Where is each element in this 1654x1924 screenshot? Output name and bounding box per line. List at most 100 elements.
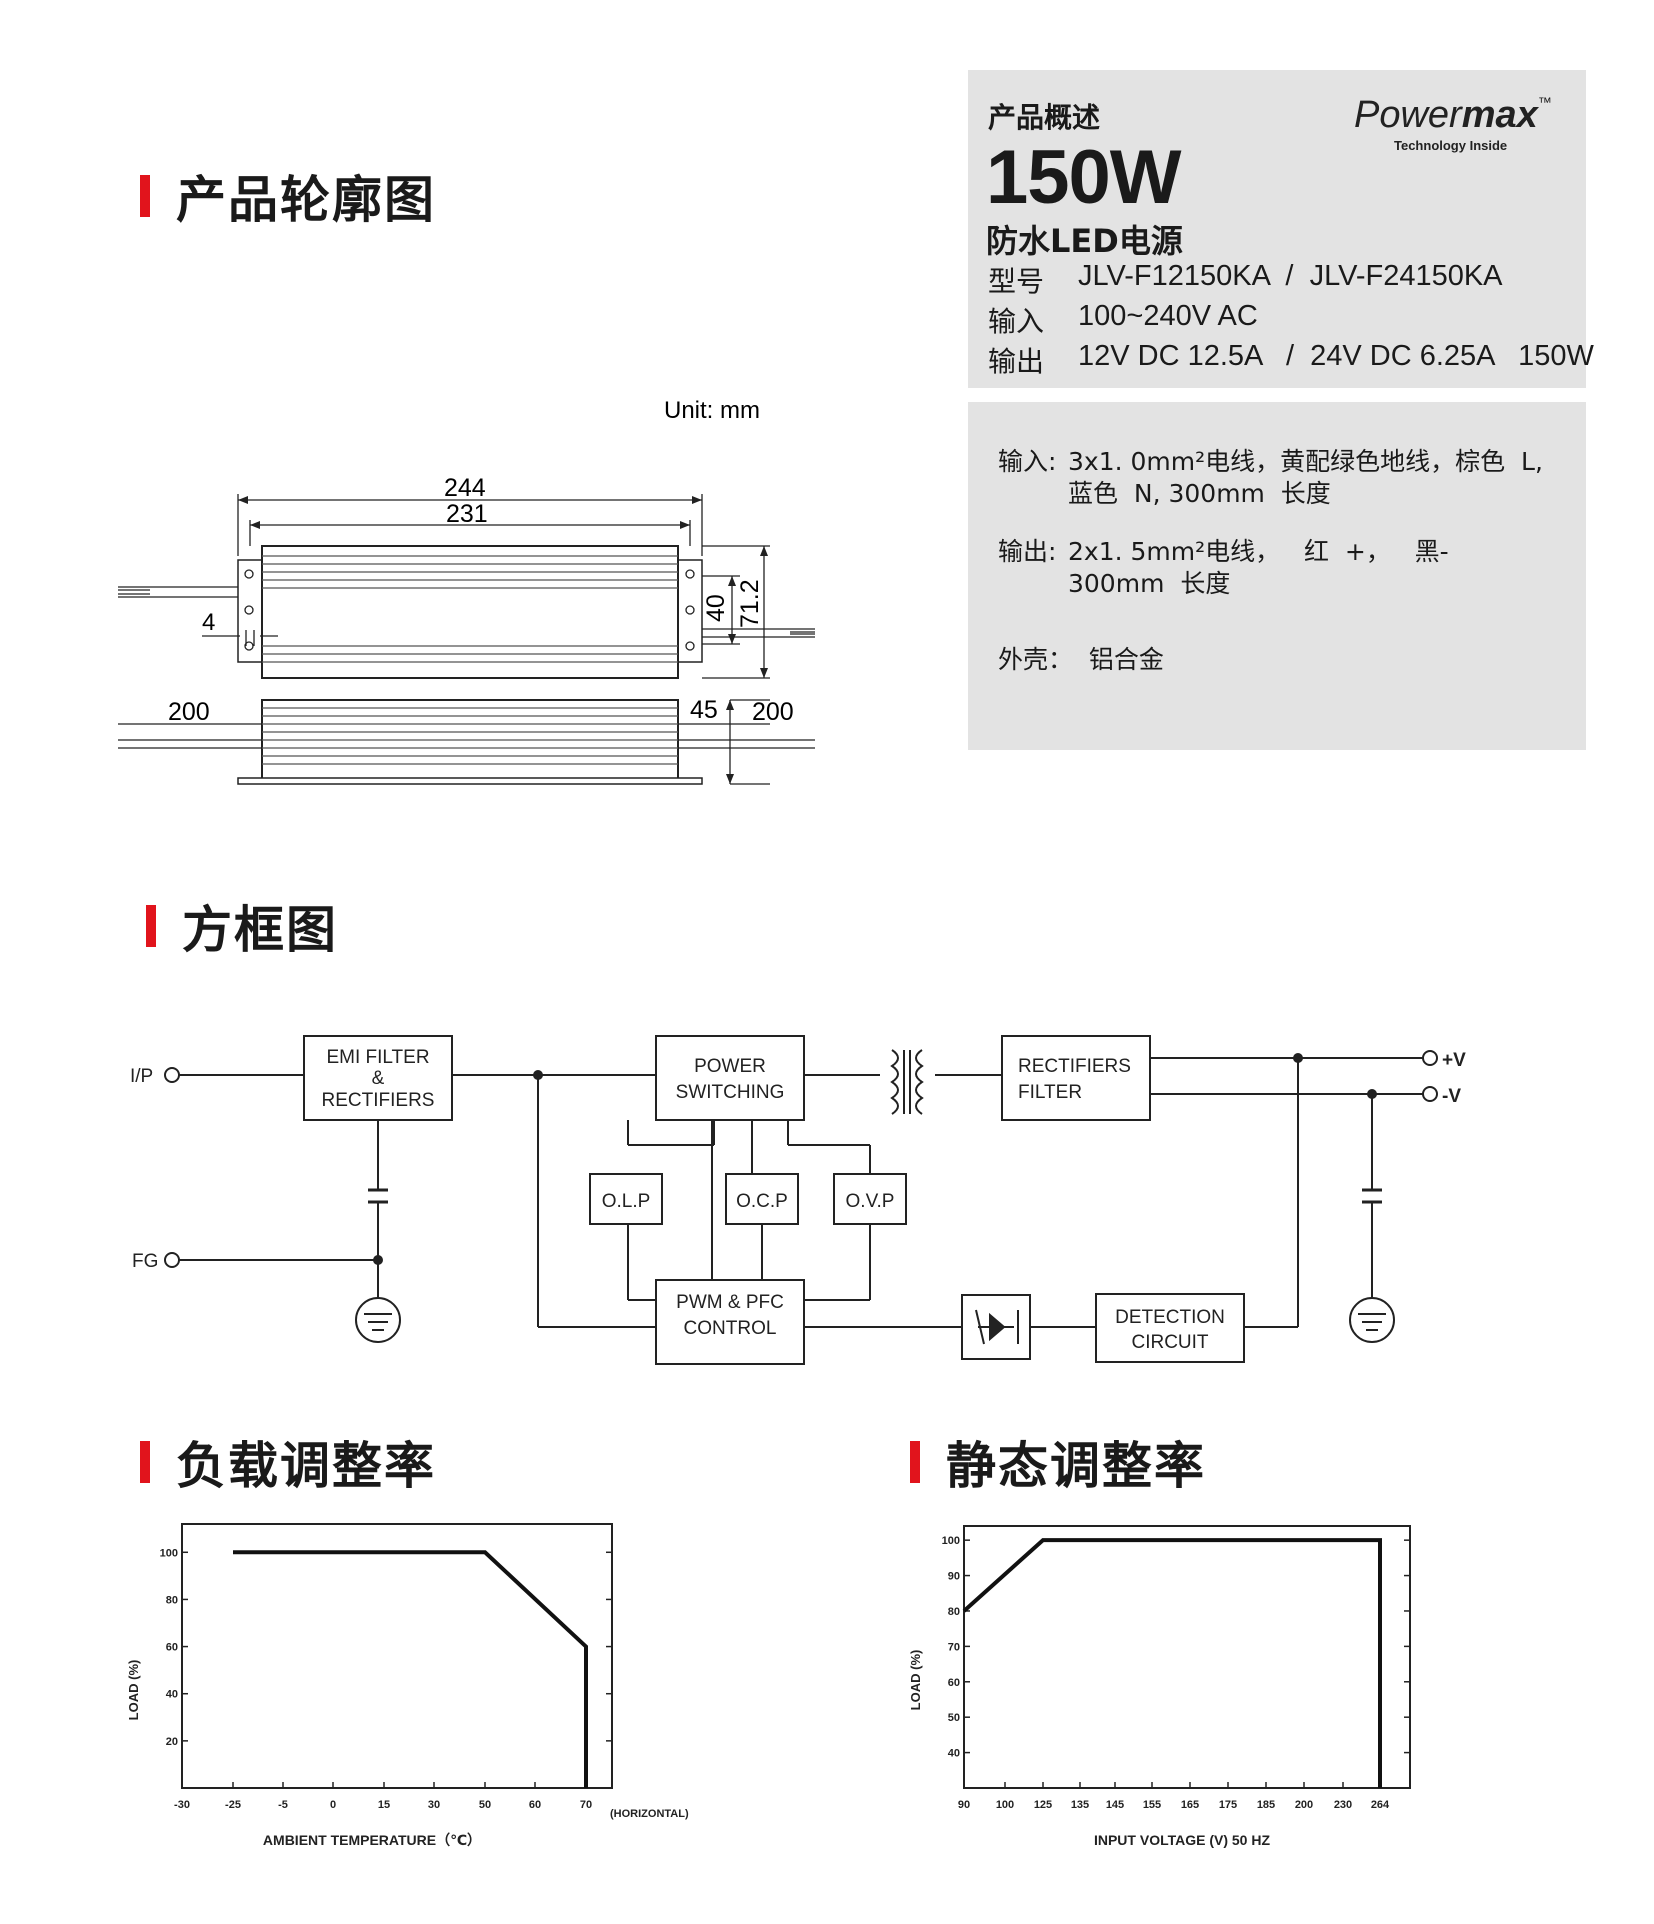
mount-hole [244,641,254,651]
dim-lead-left: 200 [168,698,210,726]
load-chart-xtick-label: 70 [580,1799,592,1811]
static-section-title: 静态调整率 [910,1426,1206,1498]
static-chart-xtick-label: 230 [1334,1799,1352,1811]
terminal-circles [164,1050,1438,1268]
load-title-text: 负载调整率 [176,1437,436,1495]
dim-inner-width: 40 [702,594,730,622]
static-chart-ytick-label: 70 [948,1641,960,1653]
dim-mount-hole: 4 [202,609,215,636]
input-lead [118,586,238,598]
load-chart-xnote: (HORIZONTAL) [610,1808,689,1820]
load-chart-xtick-label: -25 [225,1799,241,1811]
block-section-title: 方框图 [146,890,338,962]
emi-label-3: RECTIFIERS [322,1090,435,1111]
static-chart-frame [963,1525,1411,1789]
static-chart-xtick-label: 264 [1371,1799,1390,1811]
dim-total-length: 244 [444,474,486,502]
ovp-label: O.V.P [846,1191,895,1212]
brand-tagline: Technology Inside [1394,138,1508,153]
unit-label: Unit: mm [664,397,760,424]
dim-lead-right: 200 [752,698,794,726]
static-chart-xtick-label: 175 [1219,1799,1237,1811]
brand-name-light: Power [1354,94,1462,136]
static-title-text: 静态调整率 [946,1437,1206,1495]
rf-label-2: FILTER [1018,1082,1082,1103]
heatsink-fins [262,555,678,663]
brand-name-bold: max [1461,94,1538,136]
title-accent-bar [140,1441,150,1483]
block-diagram: EMI FILTER & RECTIFIERS POWER SWITCHING … [130,1035,1466,1365]
load-chart-series-line [233,1550,588,1788]
load-chart-ytick-label: 40 [166,1689,178,1701]
mount-hole [244,569,254,579]
model-label: 型号 [988,265,1045,298]
powermax-logo: Powermax™ [1354,94,1552,137]
detection-circuit-block [1095,1293,1245,1363]
power-rating: 150W [986,135,1182,220]
minus-v-label: -V [1442,1086,1461,1107]
rf-label-1: RECTIFIERS [1018,1056,1131,1077]
dimension-lines [202,494,770,679]
static-regulation-chart: LOAD (%) INPUT VOLTAGE (V) 50 HZ 4050607… [908,1525,1411,1848]
title-accent-bar [146,905,156,947]
load-chart-xlabel: AMBIENT TEMPERATURE（℃） [263,1832,481,1848]
top-view-body [261,545,679,679]
static-chart-series-line [962,1538,1382,1788]
static-chart-xtick-label: 185 [1257,1799,1275,1811]
product-subtitle: 防水LED电源 [986,222,1183,260]
load-chart-xtick-label: 50 [479,1799,491,1811]
load-chart-ytick-label: 60 [166,1642,178,1654]
load-chart-ytick-label: 20 [166,1736,178,1748]
product-summary-panel: 产品概述 150W 防水LED电源 型号 JLV-F12150KA / JLV-… [968,70,1594,388]
static-chart-xtick-label: 155 [1143,1799,1161,1811]
outline-drawing: Unit: mm 244 231 [118,397,815,785]
ground-icon [355,1297,401,1343]
dimension-arrows [238,496,768,678]
fg-label: FG [132,1251,158,1272]
olp-label: O.L.P [602,1191,651,1212]
rectifiers-filter-block [1001,1035,1151,1121]
junction-dots [373,1053,1377,1265]
output-value: 12V DC 12.5A / 24V DC 6.25A 150W [1078,340,1594,372]
static-chart-xtick-label: 200 [1295,1799,1313,1811]
pwm-pfc-block [655,1279,805,1365]
spec-output-line1: 2x1. 5mm²电线， 红 +， 黑- [1068,537,1449,566]
outline-section-title: 产品轮廓图 [140,160,436,232]
det-label-1: DETECTION [1115,1307,1225,1328]
summary-heading: 产品概述 [988,101,1101,134]
load-chart-xtick-label: 60 [529,1799,541,1811]
block-labels: EMI FILTER & RECTIFIERS POWER SWITCHING … [322,1047,1225,1353]
spec-output-label: 输出: [998,537,1057,566]
ip-label: I/P [130,1066,153,1087]
dim-height: 45 [690,696,718,724]
static-chart-ytick-label: 90 [948,1571,960,1583]
output-label: 输出 [988,345,1045,378]
model-value: JLV-F12150KA / JLV-F24150KA [1078,260,1503,292]
load-chart-xtick-label: 30 [428,1799,440,1811]
static-chart-xtick-label: 90 [958,1799,970,1811]
dim-total-width: 71.2 [736,579,764,628]
pwm-label-2: CONTROL [684,1318,777,1339]
side-arrows [726,700,734,784]
rectifier-labels: RECTIFIERS FILTER [1018,1056,1131,1103]
static-chart-xtick-label: 145 [1106,1799,1124,1811]
spec-shell: 外壳： 铝合金 [998,645,1164,674]
static-chart-ytick-label: 100 [942,1535,960,1547]
ground-icon [1349,1297,1395,1343]
title-accent-bar [140,175,150,217]
det-label-2: CIRCUIT [1131,1332,1208,1353]
static-chart-xtick-label: 125 [1034,1799,1052,1811]
load-derating-chart: LOAD (%) AMBIENT TEMPERATURE（℃） (HORIZON… [126,1523,689,1848]
specs-panel: 输入: 3x1. 0mm²电线，黄配绿色地线，棕色 L, 蓝色 N, 300mm… [968,402,1586,750]
ocp-block [725,1173,799,1225]
load-section-title: 负载调整率 [140,1426,436,1498]
block-title-text: 方框图 [182,901,338,959]
transformer-icon [890,1049,924,1115]
ps-label-1: POWER [694,1056,766,1077]
ovp-block [833,1173,907,1225]
side-view-body [261,699,679,783]
power-switching-block [655,1035,805,1121]
static-chart-ytick-label: 60 [948,1677,960,1689]
load-chart-xtick-label: 0 [330,1799,336,1811]
optocoupler-icon [961,1294,1031,1360]
